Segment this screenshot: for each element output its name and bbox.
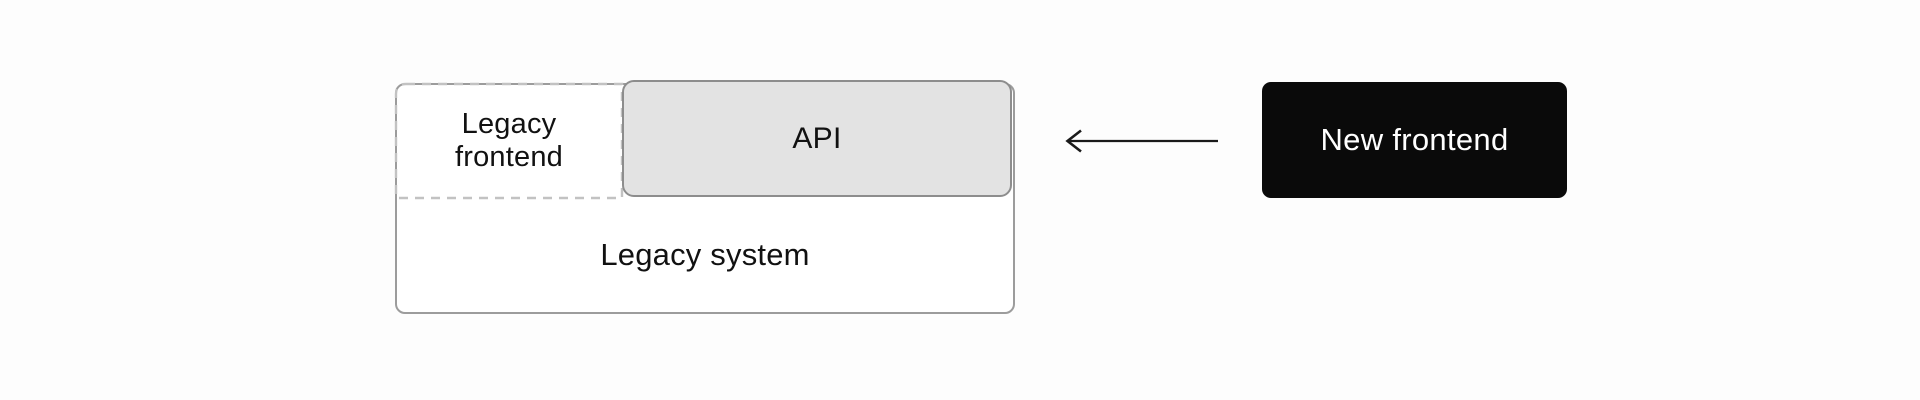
legacy-system-box: Legacy frontend API Legacy system — [394, 80, 1015, 314]
legacy-frontend-box: Legacy frontend — [395, 83, 623, 198]
legacy-system-label: Legacy system — [600, 236, 810, 272]
legacy-system-label-area: Legacy system — [397, 197, 1013, 312]
new-frontend-box: New frontend — [1262, 82, 1567, 198]
api-box: API — [622, 80, 1012, 197]
arrow-left-icon — [1065, 129, 1218, 153]
legacy-frontend-label: Legacy frontend — [454, 108, 563, 173]
new-frontend-label: New frontend — [1320, 122, 1509, 157]
api-label: API — [792, 121, 842, 155]
